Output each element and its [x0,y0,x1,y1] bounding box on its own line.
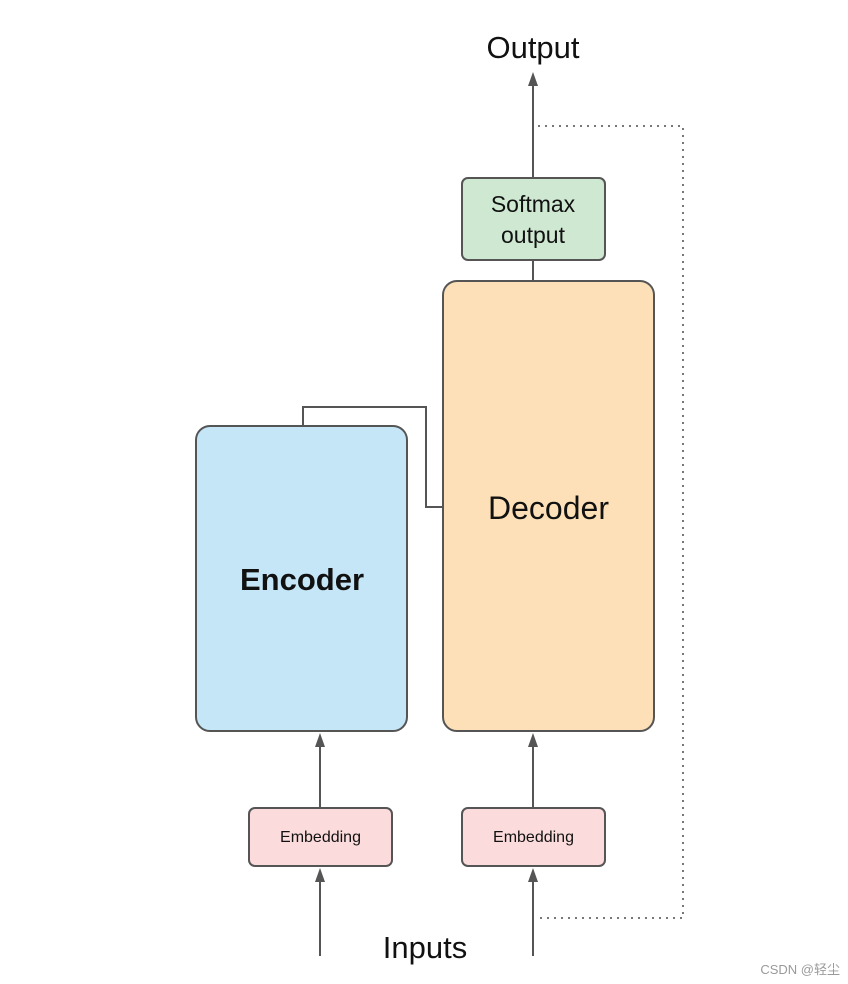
inputs-label: Inputs [382,930,468,965]
input-left-arrowhead [315,868,325,882]
output-arrowhead [528,72,538,86]
embedding-right-label: Embedding [493,829,574,846]
softmax-label: Softmax output [490,191,576,248]
watermark: CSDN @轻尘 [760,961,840,977]
embedding-left-label: Embedding [280,829,361,846]
output-label: Output [486,30,580,65]
feedback-dotted-loop [538,125,684,919]
encoder-label: Encoder [239,562,365,597]
input-right-arrowhead [528,868,538,882]
decoder-label: Decoder [488,489,609,526]
encoder-decoder-connector [302,406,443,508]
embedding-decoder-arrowhead [528,733,538,747]
embedding-encoder-arrowhead [315,733,325,747]
encoder-box [195,425,408,732]
